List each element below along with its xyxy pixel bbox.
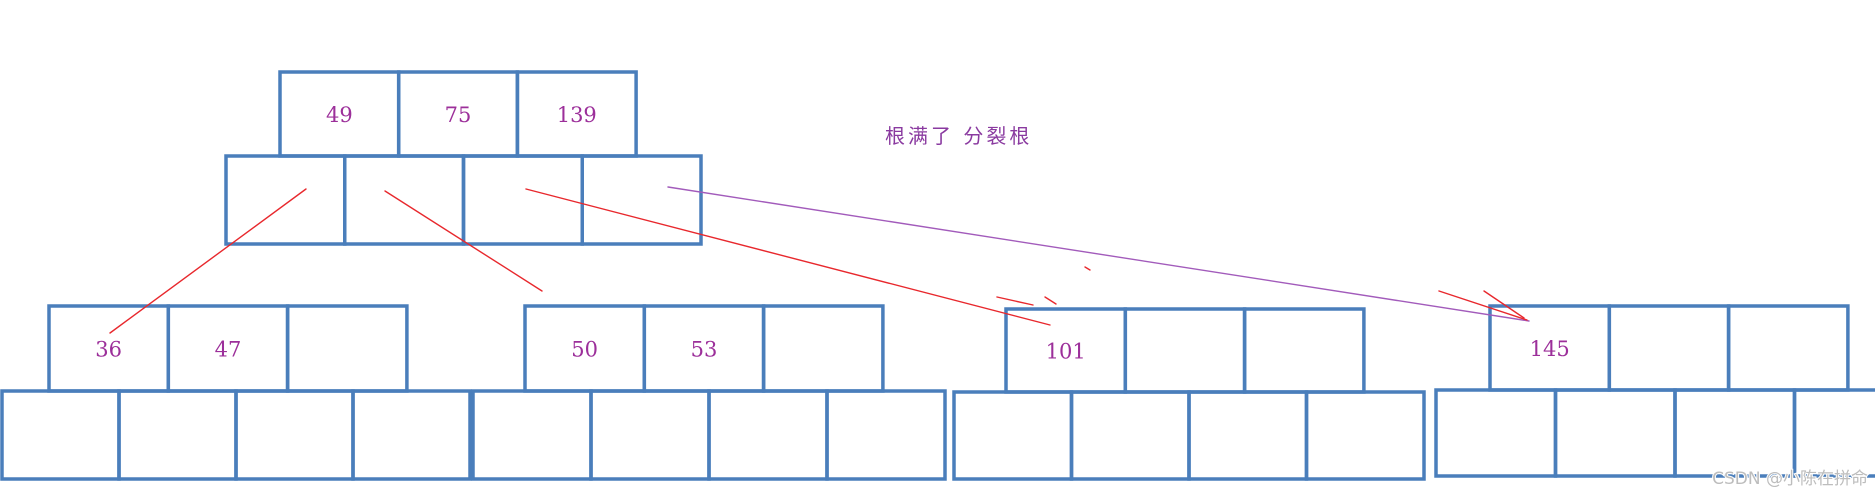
pointer-cell — [1069, 390, 1191, 481]
link-root-pointer-3-to-node-101 — [525, 188, 1051, 326]
key-cell — [761, 304, 885, 393]
pointer-cell — [1792, 388, 1875, 478]
pointer-cell — [351, 389, 472, 481]
pointer-cell — [234, 389, 355, 481]
key-label: 139 — [557, 103, 597, 127]
arrow-stroke-node-145-b — [1483, 290, 1525, 319]
key-label: 101 — [1046, 340, 1086, 364]
child-node-3: 101 — [952, 307, 1426, 481]
key-cell — [285, 304, 409, 393]
pointer-cell — [1434, 388, 1558, 478]
key-label: 49 — [326, 103, 353, 127]
pointer-cell — [589, 389, 711, 481]
arrow-stroke-node-101-b — [1044, 296, 1057, 305]
key-label: 47 — [215, 338, 242, 362]
watermark: CSDN @小陈在拼命 — [1712, 469, 1868, 489]
key-label: 50 — [571, 338, 598, 362]
arrow-stroke-node-101-a — [996, 296, 1034, 306]
pointer-cell — [0, 389, 121, 481]
pointer-cell — [461, 154, 584, 246]
pointer-cell — [1673, 388, 1797, 478]
child-node-1: 36 47 — [0, 304, 472, 481]
key-label: 53 — [691, 338, 718, 362]
pointer-cell — [1553, 388, 1677, 478]
tree-links — [109, 186, 1530, 334]
pointer-cell — [117, 389, 238, 481]
pointer-cell — [1304, 390, 1426, 481]
pointer-cell — [343, 154, 466, 246]
key-label: 36 — [95, 338, 122, 362]
key-cell — [1242, 307, 1366, 394]
root-node: 49 75 139 — [224, 70, 703, 246]
pointer-cell — [580, 154, 703, 246]
key-cell — [1726, 304, 1850, 392]
stray-mark — [1084, 266, 1091, 271]
tree-nodes: 49 75 139 36 47 50 53 101 145 — [0, 70, 1875, 481]
key-cell — [1123, 307, 1247, 394]
pointer-cell — [825, 389, 947, 481]
key-label: 75 — [445, 103, 472, 127]
annotation-text: 根满了 分裂根 — [885, 124, 1032, 148]
child-node-4: 145 — [1434, 304, 1875, 478]
key-label: 145 — [1530, 337, 1570, 361]
pointer-cell — [471, 389, 593, 481]
pointer-cell — [952, 390, 1074, 481]
arrow-stroke-node-145-a — [1438, 290, 1528, 321]
pointer-cell — [707, 389, 829, 481]
link-root-pointer-4-to-node-145 — [667, 186, 1530, 322]
link-root-pointer-2-to-node-50-53 — [384, 190, 543, 292]
key-cell — [1607, 304, 1731, 392]
link-root-pointer-1-to-node-36-47 — [109, 188, 307, 334]
child-node-2: 50 53 — [471, 304, 947, 481]
pointer-cell — [1187, 390, 1309, 481]
pointer-cell — [224, 154, 347, 246]
